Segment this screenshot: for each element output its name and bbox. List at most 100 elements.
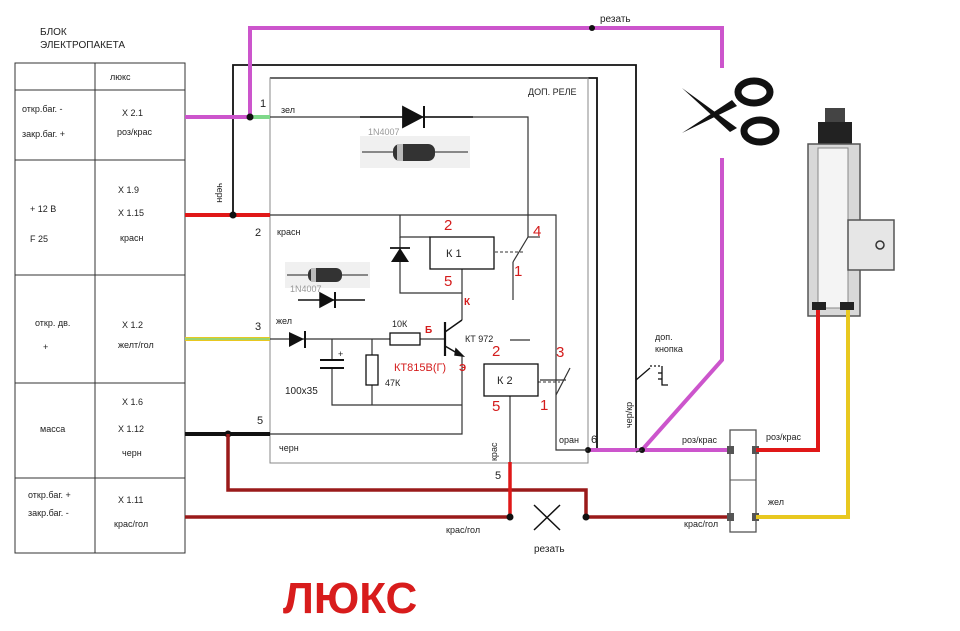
block-title-line1: БЛОК — [40, 27, 67, 38]
connector-block-right — [729, 429, 757, 533]
dop-knopka-1: доп. — [655, 332, 673, 342]
label-chern: черн — [279, 443, 299, 453]
diode-zhel-symbol — [289, 331, 306, 348]
pin-4: 5 — [257, 415, 263, 427]
transistor-symbol — [443, 319, 466, 358]
resistor-shunt — [365, 354, 379, 386]
junction-pin1 — [246, 113, 254, 121]
k1-pin-4: 4 — [533, 223, 541, 240]
roz-kras-left: роз/крас — [682, 435, 717, 445]
relay-k2-label: К 2 — [497, 375, 513, 387]
diode-photo-label-1: 1N4007 — [368, 127, 400, 137]
row5-func2: закр.баг. - — [28, 508, 69, 518]
k1-switch — [512, 236, 529, 263]
row5-func1: откр.баг. + — [28, 490, 71, 500]
actuator-motor — [807, 108, 895, 317]
pin-1: 1 — [260, 98, 266, 110]
resistor-shunt-label: 47К — [385, 378, 401, 388]
relay-k1 — [429, 236, 495, 270]
pin-3: 3 — [255, 321, 261, 333]
row2-func2: F 25 — [30, 234, 48, 244]
diode-small-symbol — [298, 291, 365, 309]
scissors-icon — [672, 68, 782, 158]
transistor-base: Б — [425, 325, 432, 336]
junction-kras-bottom — [506, 513, 514, 521]
row4-func1: масса — [40, 424, 65, 434]
kras-gol-center: крас/гол — [446, 525, 480, 535]
transistor-name: КТ 972 — [465, 334, 493, 344]
pin-2: 2 — [255, 227, 261, 239]
transistor-emitter: Э — [459, 363, 466, 374]
row5-conn2: крас/гол — [114, 519, 148, 529]
dop-knopka-2: кнопка — [655, 344, 683, 354]
label-krasn: красн — [277, 227, 300, 237]
zhel-right: жел — [768, 497, 784, 507]
diode-photo-2 — [285, 262, 370, 288]
block-title-line2: ЭЛЕКТРОПАКЕТА — [40, 40, 125, 51]
relay-block-title: ДОП. РЕЛЕ — [528, 87, 576, 97]
cut-label-top: резать — [600, 14, 631, 25]
capacitor-label: 100х35 — [285, 386, 318, 397]
diode-photo-1 — [360, 136, 470, 168]
transistor-collector: К — [464, 297, 471, 308]
row2-conn2: X 1.15 — [118, 208, 144, 218]
transistor-alt: КТ815В(Г) — [394, 362, 446, 374]
k2-pin-5: 5 — [492, 398, 500, 415]
diode-main-symbol — [360, 105, 473, 129]
relay-k1-label: К 1 — [446, 248, 462, 260]
chern-vertical-label: черн — [215, 183, 225, 203]
cher-kr-label: чер/кр — [624, 402, 634, 428]
table-col-header: люкс — [110, 72, 131, 82]
row2-conn3: красн — [120, 233, 143, 243]
label-kras: крас — [489, 442, 499, 461]
row4-conn2: X 1.12 — [118, 424, 144, 434]
row1-func2: закр.баг. + — [22, 129, 65, 139]
k2-switch — [555, 367, 571, 396]
k1-pin-5: 5 — [444, 273, 452, 290]
resistor-base-label: 10К — [392, 319, 408, 329]
row2-conn1: X 1.9 — [118, 185, 139, 195]
pin-6: 6 — [591, 434, 597, 446]
k1-pin-2: 2 — [444, 217, 452, 234]
page-title: ЛЮКС — [283, 574, 417, 623]
internal-wiring — [270, 116, 643, 462]
label-zel: зел — [281, 105, 295, 115]
junction-red-12v — [229, 211, 237, 219]
row1-func1: откр.баг. - — [22, 104, 63, 114]
capacitor-symbol — [320, 359, 344, 369]
diode-photo-label-2: 1N4007 — [290, 284, 322, 294]
darkred-wire — [226, 434, 588, 517]
row4-conn3: черн — [122, 448, 142, 458]
row1-conn2: роз/крас — [117, 127, 152, 137]
k2-pin-1: 1 — [540, 397, 548, 414]
capacitor-plus: + — [338, 349, 343, 359]
junction-darkred-bottom — [582, 513, 590, 521]
actuator-wires — [756, 310, 850, 519]
relay-block-outline — [269, 77, 589, 464]
diode-k1-symbol — [390, 247, 410, 262]
row2-func1: + 12 В — [30, 204, 56, 214]
cut-label-bottom: резать — [534, 544, 565, 555]
k2-pin-2: 2 — [492, 343, 500, 360]
row4-conn1: X 1.6 — [122, 397, 143, 407]
label-oran: оран — [559, 435, 579, 445]
pin-5: 5 — [495, 470, 501, 482]
dop-knopka-switch — [635, 365, 668, 386]
row3-func1: откр. дв. — [35, 318, 70, 328]
resistor-base — [389, 332, 421, 346]
k1-pin-1: 1 — [514, 263, 522, 280]
row3-func2: + — [43, 342, 48, 352]
label-zhel: жел — [276, 316, 292, 326]
roz-kras-right: роз/крас — [766, 432, 801, 442]
kras-gol-right: крас/гол — [684, 519, 718, 529]
row3-conn2: желт/гол — [118, 340, 154, 350]
cut-mark-bottom — [533, 504, 561, 531]
connector-table — [14, 62, 186, 554]
relay-k2 — [483, 363, 539, 397]
pink-wire — [185, 26, 730, 452]
row1-conn1: X 2.1 — [122, 108, 143, 118]
junction-top-cut — [589, 25, 595, 31]
row5-conn1: X 1.11 — [118, 495, 143, 505]
k2-pin-3: 3 — [556, 344, 564, 361]
